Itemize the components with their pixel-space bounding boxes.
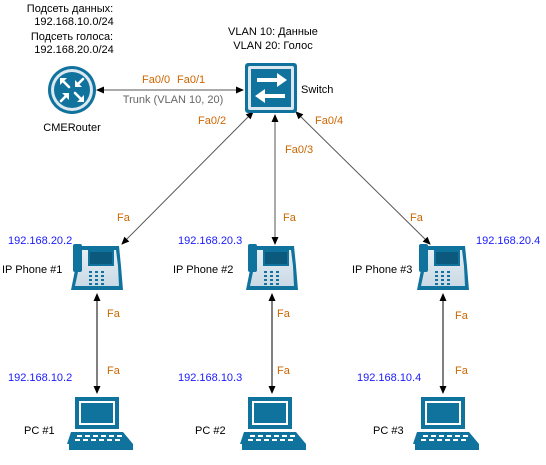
pc-label: PC #2 — [195, 425, 226, 437]
router[interactable]: CMERouter — [43, 66, 101, 134]
switch-port-phone3-label: Fa0/4 — [315, 115, 343, 127]
pc-3[interactable]: PC #3 192.168.10.4 Fa — [357, 365, 479, 450]
data-subnet-label: Подсеть данных: — [27, 3, 113, 15]
switch-port-phone1-label: Fa0/2 — [198, 115, 226, 127]
trunk-label: Trunk (VLAN 10, 20) — [123, 94, 223, 106]
ip-phone-3[interactable]: IP Phone #3 192.168.20.4 Fa Fa — [352, 212, 540, 322]
ip-phone-icon — [246, 244, 298, 290]
switch[interactable]: Switch — [245, 63, 333, 113]
pc-label: PC #1 — [24, 425, 55, 437]
phone-port-up: Fa — [410, 212, 424, 224]
phone-label: IP Phone #1 — [2, 264, 62, 276]
ip-phone-2[interactable]: IP Phone #2 192.168.20.3 Fa Fa — [173, 212, 298, 320]
pc-2[interactable]: PC #2 192.168.10.3 Fa — [178, 365, 306, 450]
phone-ip: 192.168.20.2 — [8, 235, 72, 247]
phone-port-down: Fa — [277, 308, 291, 320]
pc-port: Fa — [455, 365, 469, 377]
pc-icon — [67, 397, 133, 450]
data-subnet: 192.168.10.0/24 — [34, 16, 114, 28]
ip-phone-1[interactable]: IP Phone #1 192.168.20.2 Fa Fa — [2, 212, 131, 320]
phone-port-up: Fa — [117, 212, 131, 224]
pc-icon — [240, 397, 306, 450]
pc-ip: 192.168.10.2 — [8, 372, 72, 384]
phone-port-down: Fa — [107, 308, 121, 320]
pc-port: Fa — [277, 365, 291, 377]
pc-label: PC #3 — [373, 425, 404, 437]
vlan20-note: VLAN 20: Голос — [233, 40, 313, 52]
ip-phone-icon — [417, 244, 469, 290]
router-label: CMERouter — [43, 122, 101, 134]
ip-phone-icon — [71, 244, 123, 290]
pc-ip: 192.168.10.4 — [357, 372, 421, 384]
link-switch-phone-3 — [295, 111, 431, 245]
switch-icon — [245, 63, 297, 113]
pc-port: Fa — [107, 365, 121, 377]
voice-subnet: 192.168.20.0/24 — [34, 44, 114, 56]
phone-label: IP Phone #3 — [352, 264, 412, 276]
phone-label: IP Phone #2 — [173, 264, 233, 276]
phone-ip: 192.168.20.3 — [178, 235, 242, 247]
router-port-label: Fa0/0 — [142, 74, 170, 86]
phone-port-up: Fa — [283, 212, 297, 224]
link-switch-phone-1 — [121, 111, 254, 245]
switch-label: Switch — [301, 84, 333, 96]
pc-icon — [413, 397, 479, 450]
phone-port-down: Fa — [455, 310, 469, 322]
vlan10-note: VLAN 10: Данные — [228, 26, 318, 38]
pc-1[interactable]: PC #1 192.168.10.2 Fa — [8, 365, 133, 450]
pc-ip: 192.168.10.3 — [178, 372, 242, 384]
switch-port-phone2-label: Fa0/3 — [285, 144, 313, 156]
phone-ip: 192.168.20.4 — [476, 235, 540, 247]
switch-port-router-label: Fa0/1 — [177, 74, 205, 86]
voice-subnet-label: Подсеть голоса: — [31, 31, 113, 43]
router-icon — [48, 66, 96, 114]
